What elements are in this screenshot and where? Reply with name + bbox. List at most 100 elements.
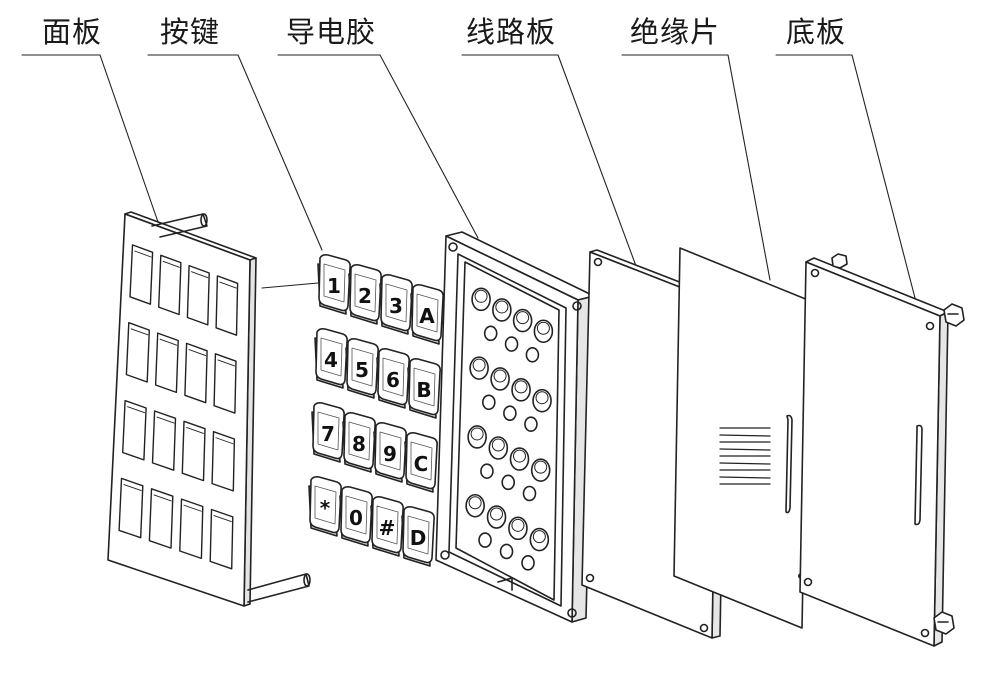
key-guide-line (261, 282, 319, 289)
panel-hole-edge (215, 437, 234, 445)
leader-insulating-sheet (621, 54, 771, 281)
key-3: 3 (379, 274, 413, 335)
panel-hole-edge (130, 328, 149, 336)
leader-panel (21, 54, 159, 223)
panel-hole (122, 399, 147, 461)
rubber-dome-top (512, 449, 526, 463)
panel-hole-edge (217, 359, 236, 367)
panel-hole (215, 275, 239, 336)
rubber-dome-top (490, 507, 504, 521)
key-glyph: 3 (389, 294, 403, 318)
insulating-sheet (673, 247, 809, 629)
base-corner-hole (920, 628, 930, 638)
key-glyph: 2 (358, 284, 372, 308)
key-9: 9 (373, 422, 407, 483)
rubber-dome (511, 378, 531, 402)
rubber-dome-top (532, 530, 546, 544)
key-glyph: 9 (383, 442, 397, 466)
leader-keys (147, 54, 323, 251)
panel-hole (181, 420, 206, 482)
base-corner-hole (803, 577, 813, 587)
panel-pin-bottom (247, 573, 311, 603)
rubber-corner-hole (440, 550, 450, 560)
rubber-dome (533, 319, 554, 344)
panel-hole-edge (153, 494, 172, 502)
panel-hole (125, 322, 150, 383)
conductive-rubber (435, 231, 595, 623)
ribbon-connector (719, 427, 771, 485)
key-1: 1 (317, 254, 351, 315)
panel-hole (186, 264, 210, 326)
leader-circuit-board (461, 54, 637, 267)
rubber-corner-hole (572, 301, 582, 311)
rubber-dome (530, 458, 551, 482)
key-D: D (401, 506, 435, 567)
rubber-dome-top (491, 438, 505, 452)
key-glyph: # (379, 516, 396, 540)
panel-hole-edge (127, 406, 146, 414)
rubber-small-dome (522, 485, 537, 502)
rubber-dome-top (536, 321, 550, 335)
rubber-dome (492, 298, 512, 322)
panel-pin-top (151, 213, 208, 238)
base-slot (914, 424, 923, 526)
panel-hole-edge (183, 504, 202, 512)
panel-hole (158, 254, 182, 316)
key-glyph: 5 (355, 358, 369, 382)
ribbon-wire (719, 448, 771, 451)
key-4: 4 (314, 328, 348, 389)
key-glyph: 4 (324, 348, 338, 372)
panel-hole (213, 353, 237, 414)
ribbon-wire (719, 476, 771, 479)
panel-hole-edge (188, 349, 207, 356)
rubber-dome-top (493, 369, 507, 383)
rubber-dome (512, 308, 533, 333)
label-circuit-board: 线路板 (466, 15, 557, 49)
panel-hole-edge (213, 515, 232, 523)
panel-hole (151, 410, 177, 471)
key-B: B (407, 358, 441, 419)
standoff-nut (943, 303, 965, 327)
rubber-dome (488, 436, 509, 460)
rubber-small-dome (480, 463, 494, 479)
panel-key-holes (118, 244, 239, 570)
key-glyph: 7 (321, 422, 335, 446)
leader-base-plate (775, 54, 916, 299)
rubber-domes (465, 287, 554, 571)
key-glyph: C (414, 452, 429, 476)
key-0: 0 (339, 486, 373, 547)
rubber-small-dome (525, 347, 540, 363)
label-insulating-sheet: 绝缘片 (630, 15, 721, 49)
rubber-dome (465, 493, 485, 518)
key-A: A (410, 284, 444, 345)
key-2: 2 (348, 264, 382, 325)
rubber-dome (508, 516, 528, 541)
rubber-small-dome (521, 555, 535, 571)
rubber-corner-hole (448, 242, 458, 252)
panel-hole (209, 508, 234, 570)
ribbon-wire (719, 434, 771, 437)
rubber-small-dome (503, 405, 517, 422)
panel-hole-edge (162, 260, 180, 268)
rubber-dome-top (514, 380, 528, 394)
panel-hole (129, 244, 154, 305)
key-glyph: A (419, 304, 435, 328)
key-6: 6 (376, 348, 410, 409)
key-5: 5 (345, 338, 379, 399)
label-conductive-rubber: 导电胶 (286, 15, 377, 49)
panel-hole-edge (134, 250, 152, 258)
rubber-dome-top (472, 358, 486, 372)
key-7: 7 (311, 402, 345, 463)
standoff-nut (831, 253, 848, 269)
rubber-small-dome (499, 543, 514, 560)
rubber-dome (532, 388, 552, 413)
pcb-corner-hole (593, 257, 603, 267)
rubber-small-dome (524, 416, 538, 432)
key-#: # (370, 496, 404, 557)
key-*: * (308, 476, 342, 537)
rubber-dome-top (516, 311, 530, 325)
base-corner-hole (810, 268, 820, 278)
label-base-plate: 底板 (786, 15, 847, 49)
key-glyph: 1 (327, 274, 341, 298)
